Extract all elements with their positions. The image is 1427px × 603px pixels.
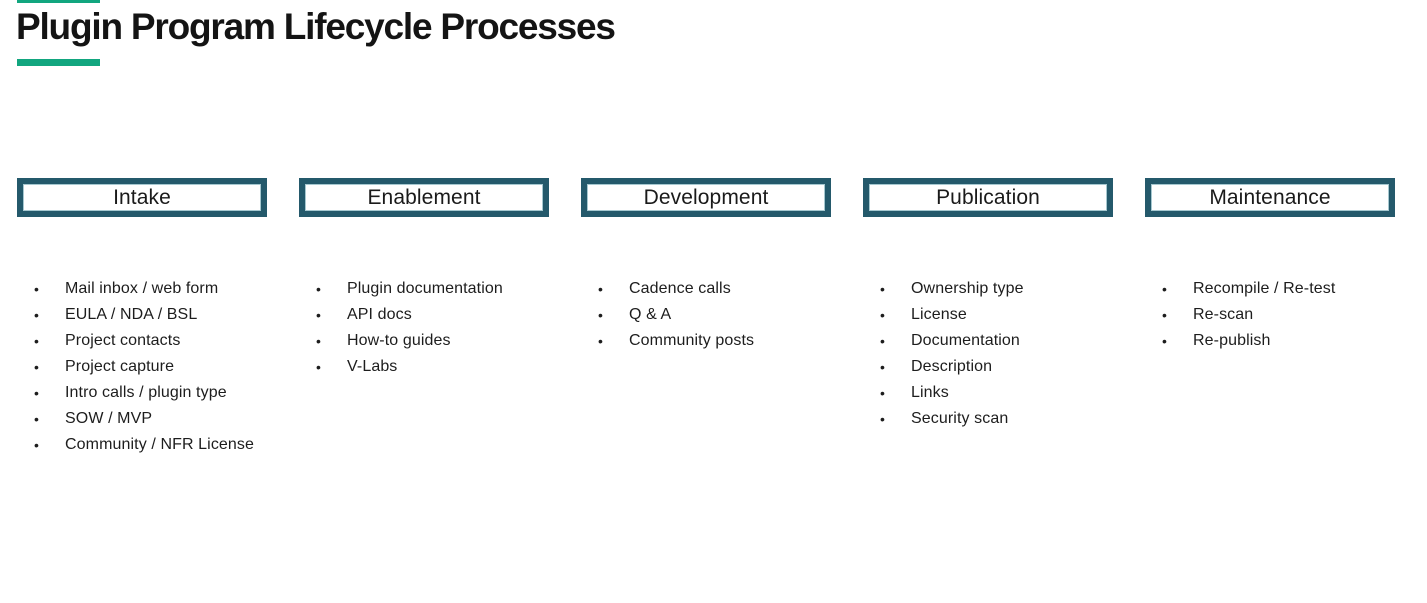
item-label: Mail inbox / web form — [65, 280, 219, 297]
list-item: • Ownership type — [863, 276, 1123, 302]
item-label: License — [911, 306, 967, 323]
item-label: Project contacts — [65, 332, 181, 349]
item-label: API docs — [347, 306, 412, 323]
bullet-icon: • — [598, 307, 604, 323]
item-label: Re-publish — [1193, 332, 1271, 349]
stage-items-enablement: • Plugin documentation • API docs • How-to … — [299, 276, 559, 380]
bullet-icon: • — [316, 307, 322, 323]
stage-header-enablement: Enablement — [299, 178, 549, 217]
item-label: Community / NFR License — [65, 436, 255, 453]
item-label: EULA / NDA / BSL — [65, 306, 198, 323]
list-item: • EULA / NDA / BSL — [17, 302, 277, 328]
list-item: • Project contacts — [17, 328, 277, 354]
item-label: Description — [911, 358, 993, 375]
item-label: Documentation — [911, 332, 1020, 349]
list-item: • Description — [863, 354, 1123, 380]
list-item: • Security scan — [863, 406, 1123, 432]
item-label: Q & A — [629, 306, 672, 323]
stage-header-development: Development — [581, 178, 831, 217]
bullet-icon: • — [1162, 333, 1168, 349]
bullet-icon: • — [34, 385, 40, 401]
item-label: Recompile / Re-test — [1193, 280, 1336, 297]
column-intake: Intake • Mail inbox / web form • EULA / ND… — [17, 178, 267, 453]
bullet-icon: • — [34, 359, 40, 375]
column-enablement: Enablement • Plugin documentation • API do… — [299, 178, 549, 375]
bullet-icon: • — [880, 281, 886, 297]
list-item: • Intro calls / plugin type — [17, 380, 277, 406]
bullet-icon: • — [1162, 307, 1168, 323]
bullet-icon: • — [598, 281, 604, 297]
stage-label: Development — [643, 185, 769, 209]
item-label: Re-scan — [1193, 306, 1254, 323]
top-accent-bar — [17, 0, 100, 3]
page-title: Plugin Program Lifecycle Processes — [16, 6, 616, 47]
item-label: Project capture — [65, 358, 175, 375]
list-item: • Re-publish — [1145, 328, 1405, 354]
item-label: Plugin documentation — [347, 280, 503, 297]
list-item: • License — [863, 302, 1123, 328]
bullet-icon: • — [34, 411, 40, 427]
list-item: • Project capture — [17, 354, 277, 380]
column-publication: Publication • Ownership type • License • Do… — [863, 178, 1113, 427]
bullet-icon: • — [34, 307, 40, 323]
list-item: • Plugin documentation — [299, 276, 559, 302]
item-label: SOW / MVP — [65, 410, 153, 427]
list-item: • Links — [863, 380, 1123, 406]
list-item: • API docs — [299, 302, 559, 328]
item-label: Community posts — [629, 332, 755, 349]
bullet-icon: • — [34, 437, 40, 453]
stage-label: Intake — [113, 185, 171, 209]
list-item: • How-to guides — [299, 328, 559, 354]
list-item: • Community posts — [581, 328, 841, 354]
bullet-icon: • — [34, 333, 40, 349]
list-item: • V-Labs — [299, 354, 559, 380]
item-label: How-to guides — [347, 332, 451, 349]
list-item: • Mail inbox / web form — [17, 276, 277, 302]
bullet-icon: • — [316, 281, 322, 297]
bullet-icon: • — [880, 333, 886, 349]
item-label: Ownership type — [911, 280, 1024, 297]
item-label: Security scan — [911, 410, 1009, 427]
stage-items-development: • Cadence calls • Q & A • Community posts — [581, 276, 841, 354]
list-item: • Q & A — [581, 302, 841, 328]
bullet-icon: • — [34, 281, 40, 297]
bullet-icon: • — [880, 385, 886, 401]
list-item: • Re-scan — [1145, 302, 1405, 328]
stage-header-publication: Publication — [863, 178, 1113, 217]
item-label: Intro calls / plugin type — [65, 384, 227, 401]
list-item: • Documentation — [863, 328, 1123, 354]
column-maintenance: Maintenance • Recompile / Re-test • Re-sca… — [1145, 178, 1395, 349]
list-item: • Community / NFR License — [17, 432, 277, 458]
bullet-icon: • — [598, 333, 604, 349]
stage-items-publication: •Ownership type •License •Documentation … — [863, 276, 1123, 432]
item-label: Cadence calls — [629, 280, 731, 297]
bullet-icon: • — [316, 333, 322, 349]
bullet-icon: • — [880, 359, 886, 375]
stage-label: Maintenance — [1209, 185, 1331, 209]
stage-header-maintenance: Maintenance — [1145, 178, 1395, 217]
item-label: V-Labs — [347, 358, 398, 375]
column-development: Development • Cadence calls • Q & A • Commu… — [581, 178, 831, 349]
stage-label: Publication — [936, 185, 1040, 209]
stage-header-intake: Intake — [17, 178, 267, 217]
stage-items-intake: • Mail inbox / web form • EULA / NDA / BSL… — [17, 276, 277, 458]
stage-label: Enablement — [367, 185, 481, 209]
bullet-icon: • — [880, 307, 886, 323]
list-item: • Recompile / Re-test — [1145, 276, 1405, 302]
title-underline — [17, 59, 100, 66]
bullet-icon: • — [880, 411, 886, 427]
stage-items-maintenance: • Recompile / Re-test • Re-scan • Re-publis… — [1145, 276, 1405, 354]
list-item: • Cadence calls — [581, 276, 841, 302]
bullet-icon: • — [316, 359, 322, 375]
item-label: Links — [911, 384, 949, 401]
list-item: • SOW / MVP — [17, 406, 277, 432]
bullet-icon: • — [1162, 281, 1168, 297]
